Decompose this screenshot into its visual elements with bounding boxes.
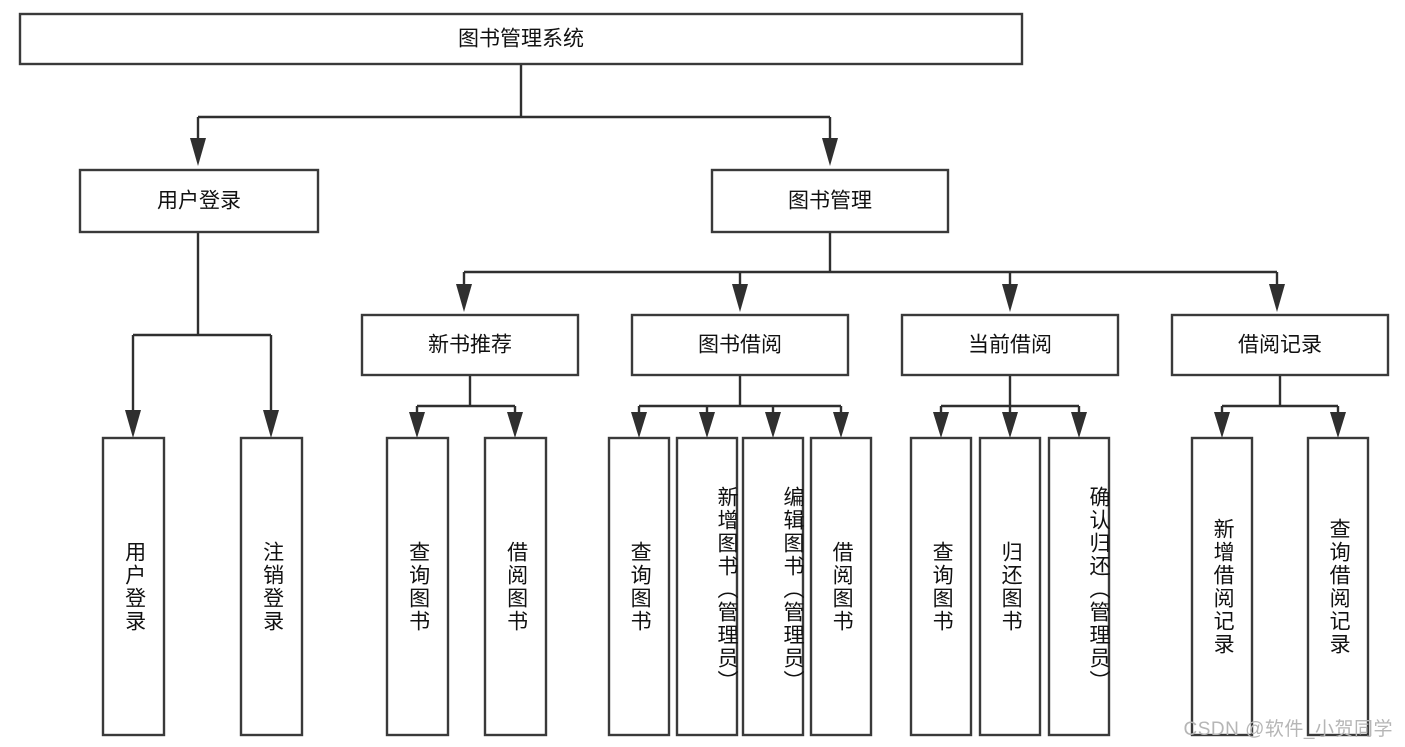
arrow-head-new-book (456, 284, 472, 312)
node-leaf-cb-query-box[interactable] (909, 436, 973, 737)
node-leaf-bb-edit-box[interactable] (741, 436, 805, 737)
arrow-head-bookborrow-leaf-3 (765, 412, 781, 438)
node-book-borrow-box[interactable] (630, 313, 850, 377)
node-current-borrow-box[interactable] (900, 313, 1120, 377)
node-leaf-newbook-query-box[interactable] (385, 436, 450, 737)
node-book-management-label: 图书管理 (788, 190, 872, 213)
arrow-head-leaf-user-login (125, 410, 141, 438)
arrow-head-currentborrow-leaf-1 (933, 412, 949, 438)
arrow-head-bookborrow-leaf-1 (631, 412, 647, 438)
csdn-watermark: CSDN @软件_小贺同学 (1183, 719, 1393, 740)
arrow-head-currentborrow-leaf-2 (1002, 412, 1018, 438)
node-root-box[interactable] (18, 12, 1024, 66)
node-borrow-records-box[interactable] (1170, 313, 1390, 377)
arrow-head-leaf-logout (263, 410, 279, 438)
node-leaf-cb-return-box[interactable] (978, 436, 1042, 737)
arrow-head-book-borrow (732, 284, 748, 312)
arrow-head-user-login (190, 138, 206, 166)
arrow-head-borrowrecords-leaf-2 (1330, 412, 1346, 438)
node-new-book-recommend-label: 新书推荐 (428, 334, 512, 357)
arrow-head-current-borrow (1002, 284, 1018, 312)
arrow-head-currentborrow-leaf-3 (1071, 412, 1087, 438)
arrow-head-newbook-leaf-1 (409, 412, 425, 438)
node-leaf-br-add-box[interactable] (1190, 436, 1254, 737)
arrow-head-newbook-leaf-2 (507, 412, 523, 438)
connector-group-current-borrow (933, 375, 1087, 438)
node-leaf-cb-confirm-box[interactable] (1047, 436, 1111, 737)
node-book-borrow-label: 图书借阅 (698, 334, 782, 357)
arrow-head-book-mgmt (822, 138, 838, 166)
node-borrow-records-label: 借阅记录 (1238, 334, 1322, 357)
node-leaf-user-login-box[interactable] (101, 436, 166, 737)
arrow-head-borrowrecords-leaf-1 (1214, 412, 1230, 438)
node-leaf-bb-add-box[interactable] (675, 436, 739, 737)
node-leaf-bb-query-box[interactable] (607, 436, 671, 737)
arrow-head-bookborrow-leaf-4 (833, 412, 849, 438)
node-leaf-bb-borrow-box[interactable] (809, 436, 873, 737)
connector-group-root (190, 64, 838, 166)
node-new-book-recommend-box[interactable] (360, 313, 580, 377)
node-current-borrow-label: 当前借阅 (968, 334, 1052, 357)
arrow-head-borrow-records (1269, 284, 1285, 312)
node-book-management-box[interactable] (710, 168, 950, 234)
connector-group-user-login (125, 232, 279, 438)
connector-group-book-borrow (631, 375, 849, 438)
node-leaf-logout-box[interactable] (239, 436, 304, 737)
connector-group-borrow-records (1214, 375, 1346, 438)
node-user-login-box[interactable] (78, 168, 320, 234)
node-leaf-newbook-borrow-box[interactable] (483, 436, 548, 737)
connector-group-new-book-recommend (409, 375, 523, 438)
node-leaf-br-query-box[interactable] (1306, 436, 1370, 737)
arrow-head-bookborrow-leaf-2 (699, 412, 715, 438)
connector-group-book-management (456, 232, 1285, 312)
node-user-login-label: 用户登录 (157, 190, 241, 213)
node-root-label: 图书管理系统 (458, 28, 584, 51)
